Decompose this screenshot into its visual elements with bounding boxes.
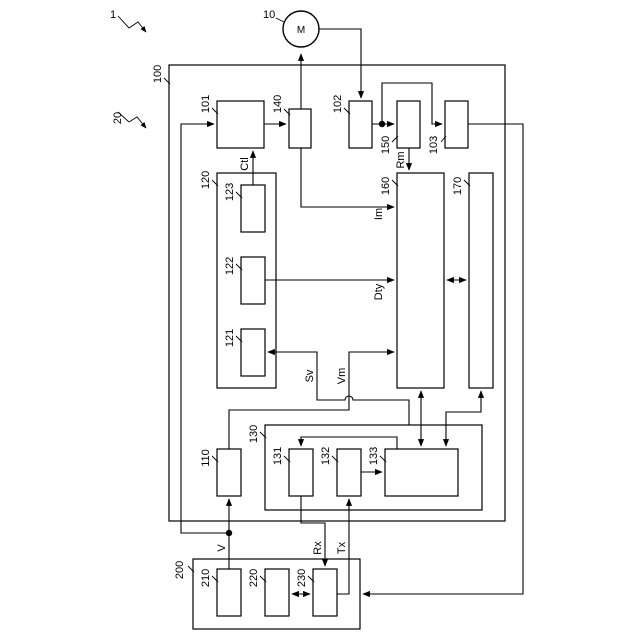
label-120: 120 xyxy=(200,171,212,189)
label-100: 100 xyxy=(152,65,164,83)
label-200: 200 xyxy=(174,561,186,579)
label-170: 170 xyxy=(452,177,464,195)
label-160: 160 xyxy=(380,177,392,195)
block-121 xyxy=(241,329,265,376)
label-20: 20 xyxy=(112,112,124,124)
label-dty: Dty xyxy=(373,283,385,300)
label-121: 121 xyxy=(224,329,236,347)
block-103 xyxy=(445,101,468,148)
block-131 xyxy=(289,449,313,496)
block-110 xyxy=(217,449,241,496)
block-123 xyxy=(241,185,265,232)
label-102: 102 xyxy=(332,95,344,113)
label-sv: Sv xyxy=(304,369,316,382)
label-system-1: 1 xyxy=(110,9,116,21)
block-170 xyxy=(469,173,493,388)
block-160 xyxy=(397,173,444,388)
motor-symbol: M xyxy=(297,25,305,36)
label-rx: Rx xyxy=(312,541,324,555)
wire-motor-to-102 xyxy=(319,29,361,98)
label-ctl: Ctl xyxy=(239,157,251,170)
wire-sv-to-121 xyxy=(268,352,409,425)
block-122 xyxy=(241,257,265,304)
label-tx: Tx xyxy=(336,541,348,554)
label-220: 220 xyxy=(248,569,260,587)
label-210: 210 xyxy=(200,569,212,587)
label-122: 122 xyxy=(224,257,236,275)
label-vm: Vm xyxy=(336,368,348,385)
label-motor-10: 10 xyxy=(263,9,275,21)
label-150: 150 xyxy=(380,136,392,154)
block-140 xyxy=(289,109,311,148)
ref-arrow-1 xyxy=(118,16,146,32)
label-v: V xyxy=(216,544,228,552)
block-150 xyxy=(397,101,420,148)
label-103: 103 xyxy=(428,136,440,154)
label-130: 130 xyxy=(248,425,260,443)
block-101 xyxy=(217,101,264,148)
label-110: 110 xyxy=(200,449,212,467)
label-101: 101 xyxy=(200,95,212,113)
block-132 xyxy=(337,449,361,496)
block-102 xyxy=(349,101,372,148)
label-im: Im xyxy=(373,208,385,220)
wire-vm-to-160 xyxy=(349,352,394,400)
label-230: 230 xyxy=(296,569,308,587)
block-220 xyxy=(265,569,289,616)
label-123: 123 xyxy=(224,183,236,201)
block-133 xyxy=(385,449,458,496)
label-133: 133 xyxy=(368,447,380,465)
label-rm: Rm xyxy=(395,151,407,168)
block-230 xyxy=(313,569,337,616)
block-210 xyxy=(217,569,241,616)
label-140: 140 xyxy=(272,95,284,113)
label-132: 132 xyxy=(320,447,332,465)
leader-10 xyxy=(276,18,284,22)
label-131: 131 xyxy=(272,447,284,465)
